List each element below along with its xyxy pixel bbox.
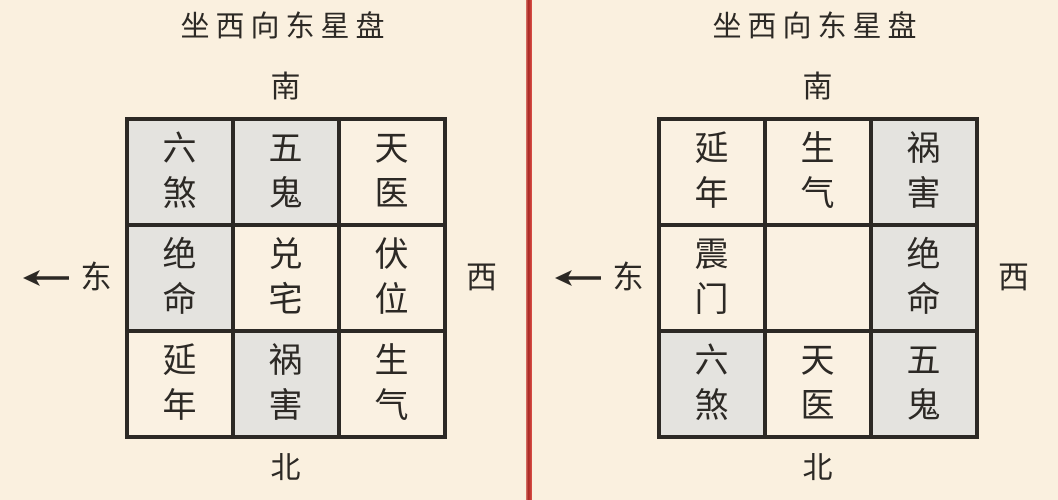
direction-label-east: 东 [612, 260, 644, 295]
grid-cell: 兑宅 [234, 227, 337, 329]
left-arrow-icon [22, 270, 69, 286]
cell-label: 天医 [374, 130, 409, 213]
cell-label: 生气 [374, 342, 409, 425]
cell-label: 生气 [800, 130, 835, 213]
bagua-grid: 延年 生气 祸害 震门 绝命 六煞 天医 五鬼 [656, 117, 979, 439]
grid-cell: 生气 [766, 121, 869, 223]
grid-cell: 生气 [340, 333, 443, 435]
direction-label-south: 南 [270, 71, 301, 104]
direction-label-east: 东 [80, 260, 112, 295]
grid-cell: 绝命 [872, 227, 975, 329]
east-direction-indicator: 东 [554, 260, 644, 296]
grid-cell: 延年 [660, 121, 763, 223]
cell-label: 六煞 [162, 130, 197, 213]
cell-label: 震门 [694, 236, 729, 319]
cell-label: 延年 [694, 130, 729, 213]
left-arrow-icon [554, 270, 601, 286]
panel-title: 坐西向东星盘 [712, 11, 923, 43]
grid-cell: 伏位 [340, 227, 443, 329]
star-chart-panel-right: 坐西向东星盘 南 东 延年 生气 祸害 震门 绝命 六煞 [532, 0, 1058, 500]
grid-cell: 天医 [766, 333, 869, 435]
grid-cell: 天医 [340, 121, 443, 223]
cell-label: 祸害 [906, 130, 941, 213]
direction-label-south: 南 [802, 71, 833, 104]
grid-cell: 祸害 [234, 333, 337, 435]
bagua-grid: 六煞 五鬼 天医 绝命 兑宅 伏位 延年 祸害 生气 [124, 117, 447, 439]
cell-label: 绝命 [162, 236, 197, 319]
grid-cell: 六煞 [128, 121, 231, 223]
star-chart-panel-left: 坐西向东星盘 南 东 六煞 五鬼 天医 绝命 兑宅 伏位 [0, 0, 526, 500]
direction-label-west: 西 [998, 260, 1029, 295]
cell-label: 延年 [162, 342, 197, 425]
cell-label: 祸害 [268, 342, 303, 425]
direction-label-north: 北 [802, 452, 833, 485]
panel-title: 坐西向东星盘 [180, 11, 391, 43]
grid-cell: 六煞 [660, 333, 763, 435]
cell-label: 六煞 [694, 342, 729, 425]
grid-cell: 五鬼 [872, 333, 975, 435]
grid-cell: 延年 [128, 333, 231, 435]
grid-cell: 五鬼 [234, 121, 337, 223]
grid-cell: 祸害 [872, 121, 975, 223]
cell-label: 兑宅 [268, 236, 303, 319]
red-divider-line [526, 0, 532, 500]
grid-cell: 绝命 [128, 227, 231, 329]
direction-label-north: 北 [270, 452, 301, 485]
east-direction-indicator: 东 [22, 260, 112, 296]
cell-label: 天医 [800, 342, 835, 425]
grid-cell: 震门 [660, 227, 763, 329]
cell-label: 伏位 [374, 236, 409, 319]
cell-label: 绝命 [906, 236, 941, 319]
direction-label-west: 西 [466, 260, 497, 295]
cell-label: 五鬼 [268, 130, 303, 213]
grid-cell [766, 227, 869, 329]
cell-label: 五鬼 [906, 342, 941, 425]
